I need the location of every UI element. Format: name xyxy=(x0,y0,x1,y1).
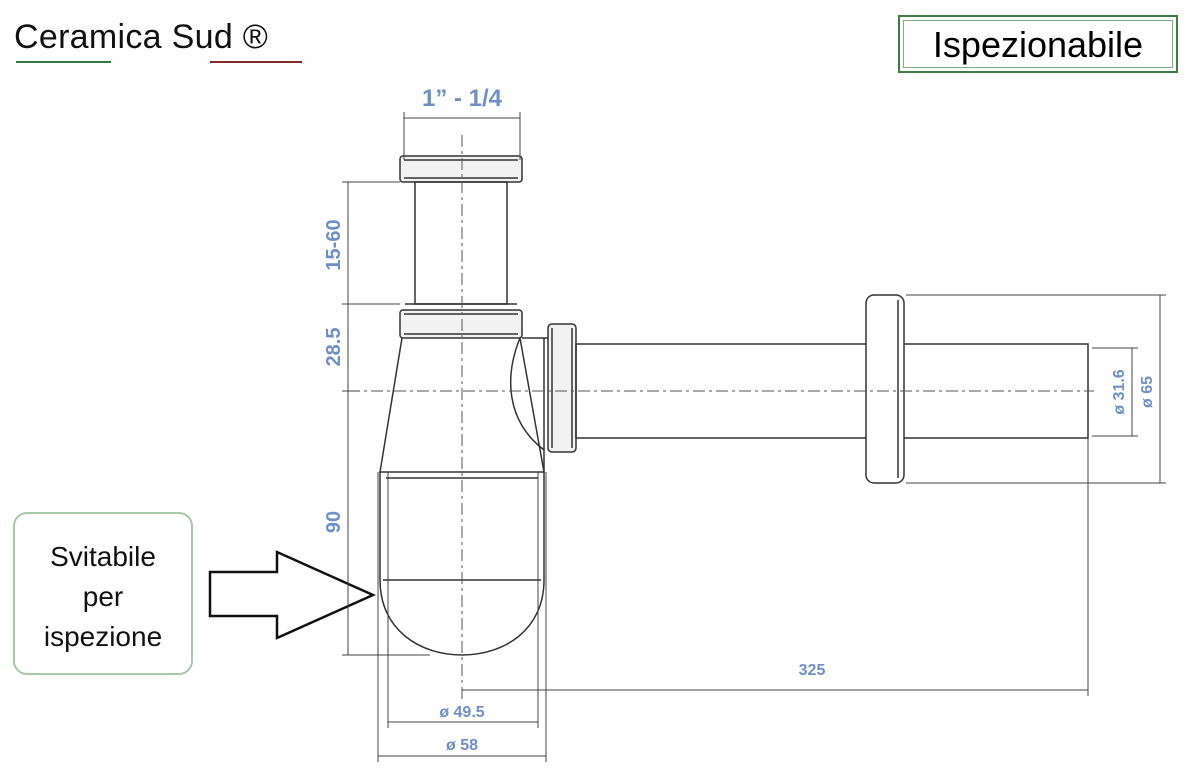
brand-underline xyxy=(210,61,302,63)
cup-outer-diameter-label: ø 58 xyxy=(446,737,478,754)
center-lines xyxy=(348,135,1094,700)
length-label: 325 xyxy=(799,662,826,679)
inspectable-badge: Ispezionabile xyxy=(898,15,1178,73)
siphon-outline xyxy=(379,155,1089,656)
note-line: Svitabile xyxy=(50,541,156,572)
tail-pipe xyxy=(414,181,508,305)
upper-height-label: 28.5 xyxy=(323,328,345,367)
note-line: per xyxy=(82,581,124,612)
brand-underline xyxy=(16,61,111,63)
dimension-lines xyxy=(342,112,1166,762)
thread-size-label: 1” - 1/4 xyxy=(422,85,503,112)
outlet-inner-diameter-label: ø 31.6 xyxy=(1111,369,1128,414)
note-line: ispezione xyxy=(43,621,163,652)
cup-inner-diameter-label: ø 49.5 xyxy=(439,704,484,721)
middle-nut xyxy=(399,309,523,339)
brand-name: Ceramica Sud ® xyxy=(14,18,269,56)
wall-flange xyxy=(865,294,905,484)
siphon-cup xyxy=(379,472,545,656)
unscrew-note: Svitabile per ispezione xyxy=(13,512,193,675)
adjust-height-label: 15-60 xyxy=(323,219,345,270)
badge-label: Ispezionabile xyxy=(932,24,1144,65)
siphon-body xyxy=(379,337,545,473)
pointer-arrow-icon xyxy=(208,550,377,640)
outlet-outer-diameter-label: ø 65 xyxy=(1139,376,1156,408)
lower-height-label: 90 xyxy=(323,511,345,533)
